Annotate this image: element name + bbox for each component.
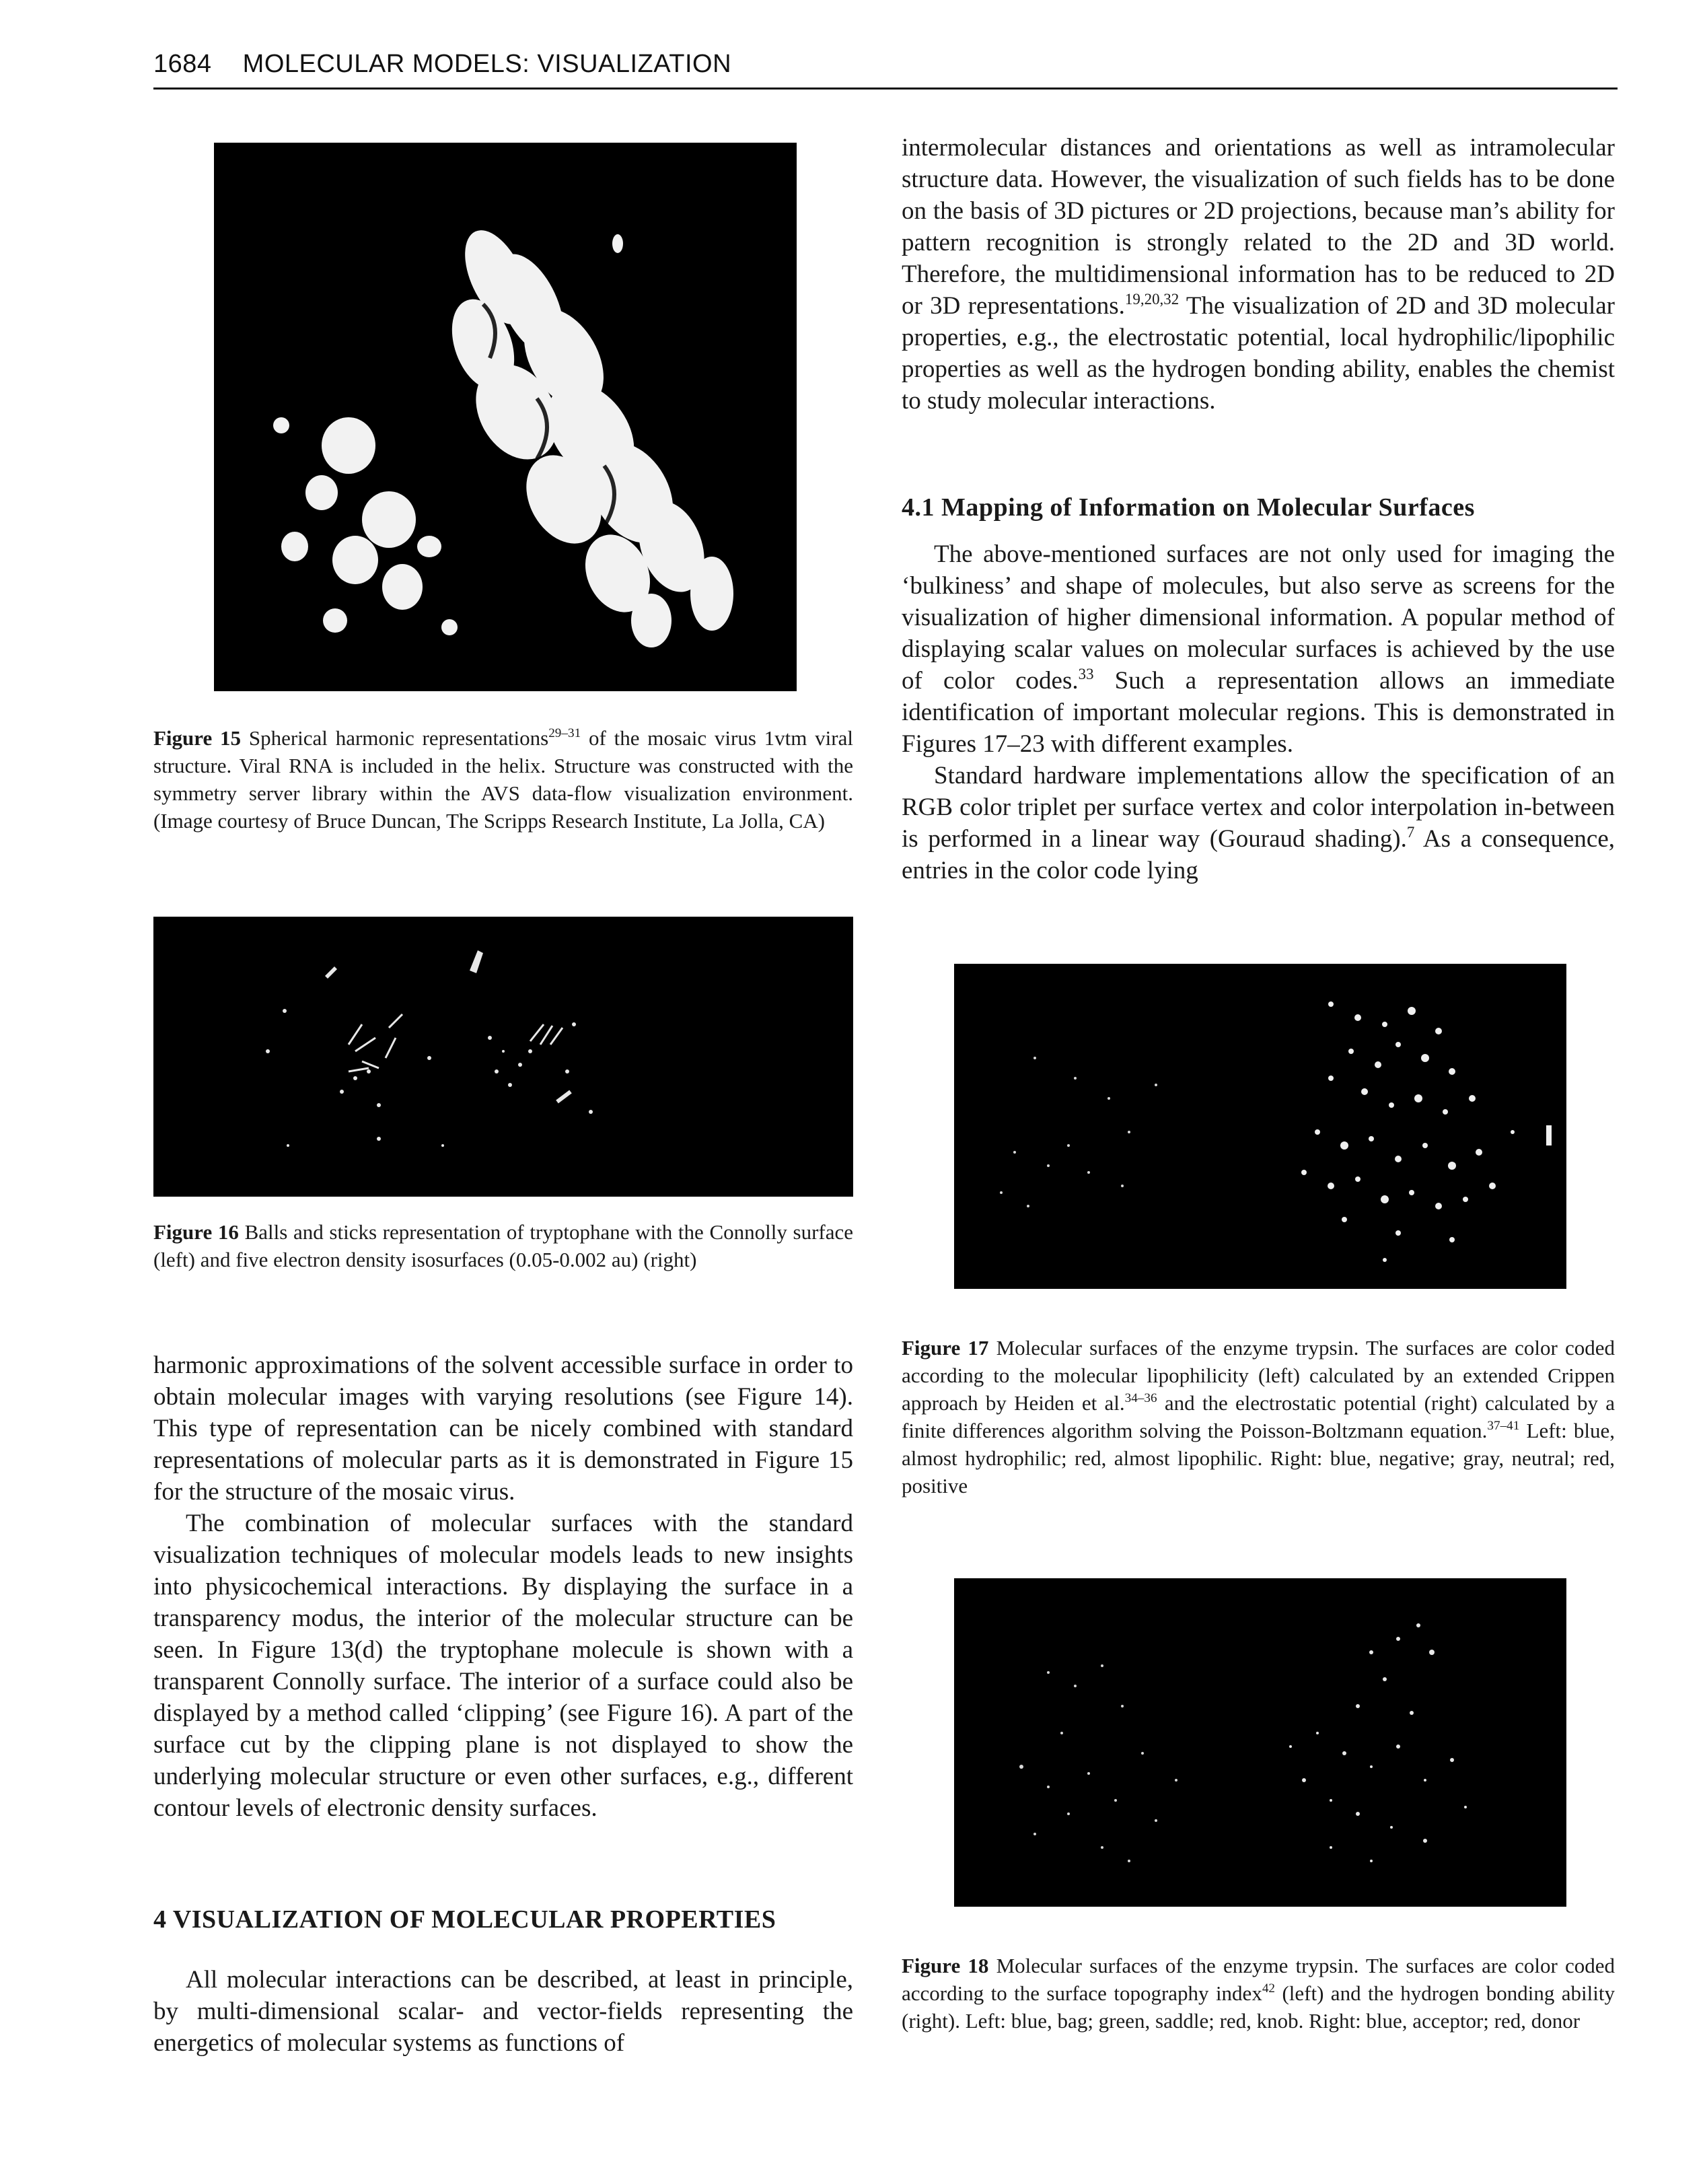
right-paragraph-3: Standard hardware implementations allow …	[902, 762, 1615, 884]
figure-17-image	[954, 964, 1566, 1289]
right-body-text-2: The above-mentioned surfaces are not onl…	[902, 538, 1615, 886]
header-rule	[153, 87, 1618, 90]
figure-16-caption: Figure 16 Balls and sticks representatio…	[153, 1220, 854, 1271]
left-paragraph-3: All molecular interactions can be descri…	[153, 1966, 853, 2057]
figure-18-label: Figure 18	[902, 1954, 989, 1977]
left-paragraph-1: harmonic approximations of the solvent a…	[153, 1351, 853, 1506]
right-paragraph-2: The above-mentioned surfaces are not onl…	[902, 540, 1616, 758]
figure-17-caption: Figure 17 Molecular surfaces of the enzy…	[902, 1336, 1616, 1498]
left-body-text: harmonic approximations of the solvent a…	[153, 1349, 853, 1824]
section-4-heading: 4 VISUALIZATION OF MOLECULAR PROPERTIES	[153, 1905, 776, 1934]
figure-15-caption: Figure 15 Spherical harmonic representat…	[153, 726, 853, 833]
figure-15-image	[214, 143, 797, 691]
page-number: 1684	[153, 50, 212, 78]
figure-18-caption: Figure 18 Molecular surfaces of the enzy…	[902, 1954, 1616, 2033]
left-body-text-2: All molecular interactions can be descri…	[153, 1964, 853, 2059]
section-4-1-heading: 4.1 Mapping of Information on Molecular …	[902, 493, 1475, 522]
running-title: MOLECULAR MODELS: VISUALIZATION	[242, 50, 732, 78]
running-head: 1684 MOLECULAR MODELS: VISUALIZATION	[153, 50, 731, 79]
right-body-text-1: intermolecular distances and orientation…	[902, 132, 1615, 417]
figure-17-label: Figure 17	[902, 1336, 989, 1360]
left-paragraph-2: The combination of molecular surfaces wi…	[153, 1510, 853, 1822]
figure-18-image	[954, 1578, 1566, 1907]
figure-15-label: Figure 15	[153, 726, 242, 750]
figure-16-image	[153, 917, 853, 1197]
figure-16-label: Figure 16	[153, 1220, 239, 1244]
right-paragraph-1: intermolecular distances and orientation…	[902, 134, 1615, 415]
